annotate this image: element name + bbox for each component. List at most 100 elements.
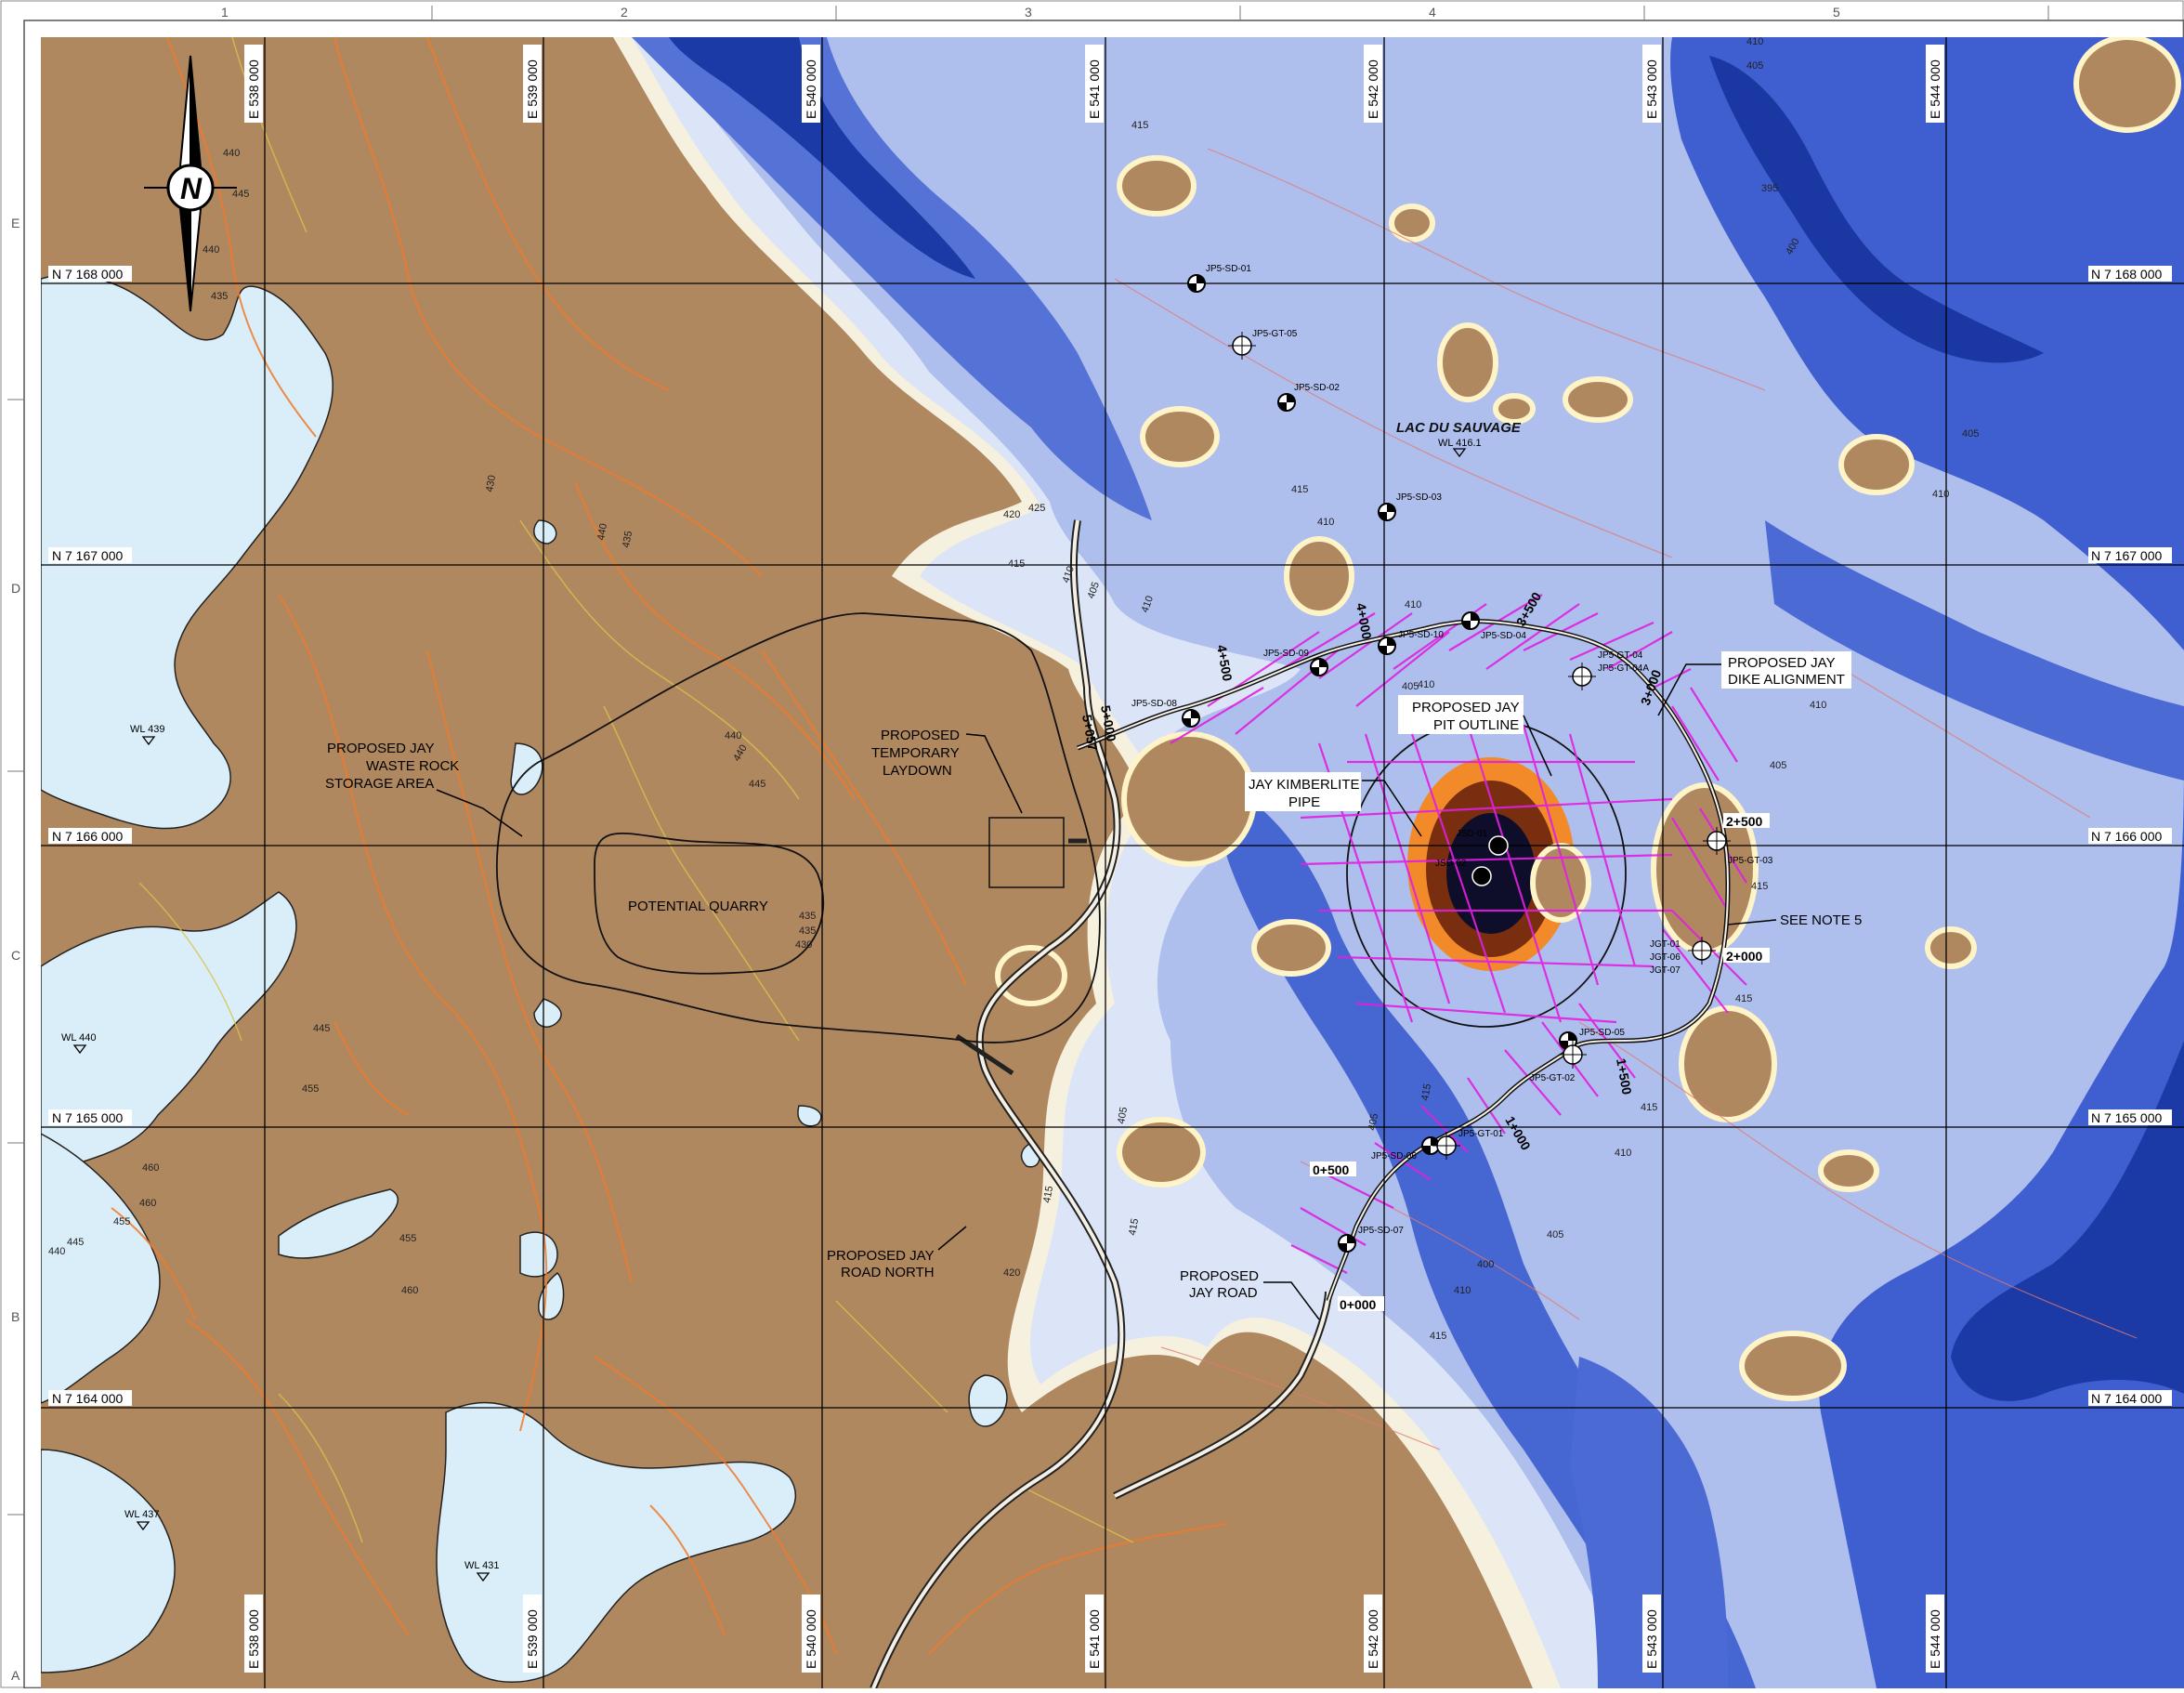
lake-deep-channel-west — [632, 37, 1152, 520]
contour-label: 430 — [795, 939, 812, 951]
contour-label: 410 — [1932, 489, 1949, 500]
geotech-hole-gt02: JP5-GT-02 — [1530, 1041, 1587, 1083]
callout-line: JAY KIMBERLITE — [1249, 777, 1359, 793]
chainage-label: 5+057 — [1079, 714, 1101, 753]
contour-label: 400 — [1477, 1259, 1494, 1270]
easting-label: E 540 000 — [804, 59, 818, 119]
water-level-symbol-icon — [1452, 448, 1467, 458]
contour-label: 410 — [1061, 565, 1078, 584]
chainage-label: 5+000 — [1098, 704, 1119, 743]
contour-label: 440 — [48, 1246, 65, 1257]
drill-hole-label: JP5-GT-04A — [1598, 663, 1649, 674]
drill-hole-label: JGT-01 — [1650, 939, 1681, 950]
contour-label: 440 — [725, 730, 741, 742]
contour-label: 415 — [1127, 1217, 1141, 1236]
waste-rock-storage-outline — [496, 612, 1101, 1043]
contour-label: 410 — [1317, 517, 1334, 528]
drill-hole-label: JP5-SD-05 — [1579, 1028, 1625, 1038]
northing-label: N 7 167 000 — [52, 548, 123, 563]
contour-label: 440 — [223, 148, 240, 159]
contour-label: 395 — [1761, 183, 1778, 194]
contour-label: 460 — [401, 1285, 418, 1296]
contour-label: 455 — [399, 1233, 416, 1244]
lake-deep-south-pocket — [1570, 1357, 1728, 1688]
contour-label: 410 — [1418, 679, 1434, 690]
contour-label: 410 — [1810, 700, 1826, 711]
chainage-label: 4+000 — [1354, 602, 1375, 641]
contour-label: 410 — [1746, 36, 1763, 47]
land-contours — [111, 37, 1227, 1655]
frame-row-label-e: E — [11, 216, 20, 230]
easting-label: E 539 000 — [525, 59, 540, 119]
lake-contour-labels: 415 410 405 410 415 420 410 405 415 410 … — [1003, 36, 1979, 1342]
land-contours-minor — [138, 37, 1134, 1543]
drill-hole-sd09: JP5-SD-09 — [1263, 649, 1328, 676]
contour-label: 405 — [1547, 1229, 1563, 1240]
west-water-levels: WL 439 WL 440 WL 437 WL 431 — [61, 724, 500, 1582]
callout-line: STORAGE AREA — [325, 776, 434, 792]
northing-label: N 7 166 000 — [52, 829, 123, 844]
easting-label: E 538 000 — [246, 1609, 261, 1669]
frame-row-label-b: B — [11, 1309, 20, 1324]
water-level-symbol-icon — [476, 1572, 490, 1582]
lake-deep-band-southeast — [1819, 762, 2184, 1688]
drill-hole-label: JP5-GT-03 — [1728, 856, 1773, 866]
easting-label: E 541 000 — [1087, 1609, 1102, 1669]
frame-column-label-3: 3 — [1025, 5, 1032, 20]
contour-label: 410 — [1405, 599, 1421, 610]
chainage-label: 2+500 — [1726, 814, 1763, 829]
contour-label: 415 — [1041, 1185, 1055, 1203]
contour-label: 435 — [799, 911, 816, 922]
easting-label: E 544 000 — [1928, 1609, 1942, 1669]
easting-labels-top: E 538 000 E 539 000 E 540 000 E 541 000 … — [244, 45, 1944, 123]
contour-label: 445 — [232, 189, 249, 200]
northing-label: N 7 168 000 — [2091, 267, 2162, 282]
water-level-label: WL 437 — [124, 1509, 160, 1520]
frame-column-label-4: 4 — [1429, 5, 1436, 20]
contour-label: 415 — [1131, 120, 1148, 131]
frame-column-dividers — [431, 6, 2049, 20]
callout-laydown: PROPOSED TEMPORARY LAYDOWN — [871, 728, 1023, 814]
water-level-symbol-icon — [141, 736, 156, 746]
contour-label: 455 — [302, 1083, 319, 1095]
drill-hole-label: JSD-02 — [1435, 859, 1467, 869]
easting-label: E 543 000 — [1644, 1609, 1659, 1669]
lake-deepest-trough-east — [1709, 56, 2044, 363]
drill-hole-label: JP5-GT-01 — [1458, 1129, 1504, 1139]
proposed-jay-road — [955, 838, 1332, 1500]
water-level-label: WL 439 — [130, 724, 165, 735]
easting-label: E 541 000 — [1087, 59, 1102, 119]
drill-hole-label: JP5-GT-02 — [1530, 1073, 1576, 1083]
lake-water-level: WL 416.1 — [1438, 438, 1482, 449]
chainage-label: 4+500 — [1214, 644, 1236, 683]
contour-label: 405 — [1116, 1106, 1130, 1124]
northing-labels-left: N 7 168 000 N 7 167 000 N 7 166 000 N 7 … — [48, 266, 132, 1406]
frame-row-label-c: C — [11, 948, 20, 963]
drill-hole-sd04: JP5-SD-04 — [1461, 611, 1526, 641]
drill-hole-label: JP5-SD-01 — [1206, 264, 1251, 274]
water-level-symbol-icon — [72, 1044, 87, 1055]
contour-label: 415 — [1430, 1331, 1446, 1342]
callout-waste-rock: PROPOSED JAY WASTE ROCK STORAGE AREA — [325, 741, 523, 837]
callout-line: PROPOSED JAY — [327, 741, 435, 756]
drill-hole-label: JGT-07 — [1650, 965, 1681, 976]
contour-label: 425 — [1028, 503, 1045, 514]
northing-label: N 7 166 000 — [2091, 829, 2162, 844]
frame-row-label-a: A — [11, 1668, 20, 1683]
drill-hole-label: JP5-SD-08 — [1131, 699, 1177, 709]
easting-label: E 539 000 — [525, 1609, 540, 1669]
contour-label: 405 — [1770, 760, 1786, 771]
northing-label: N 7 164 000 — [2091, 1391, 2162, 1406]
contour-label: 455 — [113, 1216, 130, 1227]
frame-column-label-5: 5 — [1833, 5, 1840, 20]
north-arrow-icon: N — [144, 55, 237, 312]
coordinate-grid — [41, 37, 2184, 1688]
drill-hole-sd02: JP5-SD-02 — [1277, 383, 1340, 412]
callout-see-note: SEE NOTE 5 — [1727, 912, 1862, 928]
drill-hole-sd07: JP5-SD-07 — [1338, 1226, 1404, 1253]
contour-label: 410 — [1140, 595, 1157, 614]
contour-label: 405 — [1402, 681, 1419, 692]
water-level-label: WL 431 — [464, 1560, 500, 1571]
